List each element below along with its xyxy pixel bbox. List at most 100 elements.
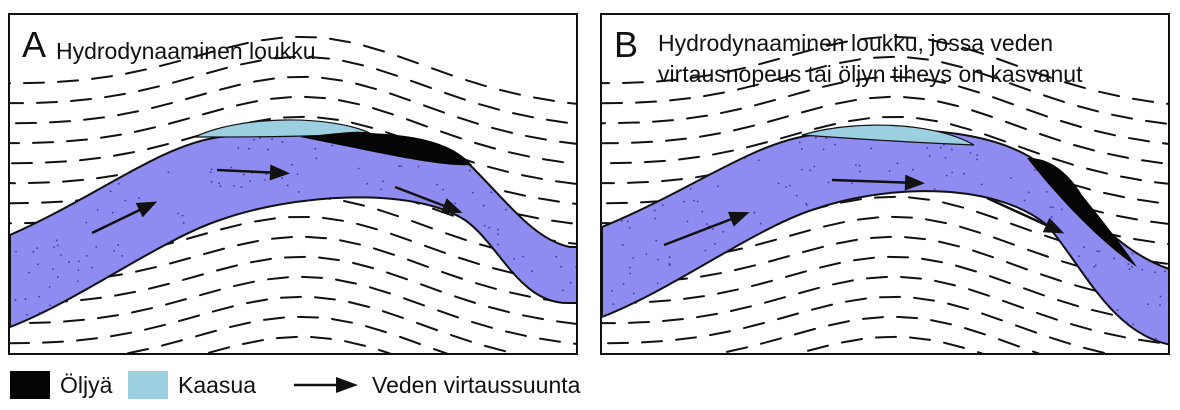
sand-dot: [669, 256, 671, 258]
sand-dot: [52, 268, 54, 270]
shale-dash: [200, 290, 220, 296]
shale-dash: [149, 284, 169, 289]
shale-dash: [833, 280, 853, 284]
shale-dash: [574, 344, 578, 346]
sand-dot: [442, 189, 444, 191]
sand-dot: [86, 255, 88, 257]
shale-dash: [196, 331, 216, 337]
shale-dash: [366, 326, 386, 332]
shale-dash: [670, 98, 690, 100]
shale-dash: [475, 143, 495, 149]
sand-dot: [436, 184, 438, 186]
sand-dot: [1061, 208, 1063, 210]
sand-dot: [68, 261, 70, 263]
shale-dash: [81, 298, 101, 300]
sand-dot: [1093, 266, 1095, 268]
shale-dash: [846, 299, 866, 302]
sand-dot: [669, 264, 671, 266]
sand-dot: [1131, 266, 1133, 268]
shale-dash: [221, 224, 241, 229]
shale-dash: [128, 349, 148, 353]
shale-dash: [132, 308, 152, 312]
sand-dot: [38, 296, 40, 298]
shale-dash: [721, 109, 741, 113]
shale-dash: [808, 346, 828, 351]
shale-dash: [623, 82, 643, 83]
sand-dot: [53, 246, 55, 248]
shale-dash: [540, 339, 560, 342]
shale-dash: [547, 120, 567, 123]
oil-swatch-icon: [10, 371, 50, 399]
shale-dash: [1003, 301, 1023, 308]
shale-dash: [336, 280, 356, 284]
sand-dot: [110, 190, 112, 192]
sand-dot: [1087, 278, 1089, 280]
shale-dash: [978, 352, 998, 355]
sand-dot: [613, 303, 615, 305]
sand-dot: [621, 220, 623, 222]
shale-dash: [281, 297, 301, 298]
sand-dot: [497, 229, 499, 231]
shale-dash: [569, 243, 578, 245]
panel-title-line: virtausnopeus tai öljyn tiheys on kasvan…: [658, 59, 1158, 90]
legend-oil-label: Öljyä: [60, 372, 112, 399]
sand-dot: [483, 205, 485, 207]
shale-dash: [1024, 288, 1044, 295]
shale-dash: [756, 240, 776, 245]
shale-dash: [33, 142, 53, 143]
shale-dash: [943, 202, 963, 207]
sand-dot: [298, 191, 300, 193]
shale-dash: [534, 98, 554, 101]
shale-dash: [500, 90, 520, 95]
sand-dot: [182, 215, 184, 217]
shale-dash: [951, 124, 971, 130]
shale-dash: [92, 76, 112, 79]
shale-dash: [30, 322, 50, 323]
sand-dot: [1132, 323, 1134, 325]
shale-dash: [789, 90, 809, 96]
shale-dash: [557, 321, 577, 324]
shale-dash: [298, 317, 318, 318]
shale-dash: [285, 257, 305, 258]
sand-dot: [177, 213, 179, 215]
shale-dash: [458, 117, 478, 123]
shale-dash: [863, 317, 883, 319]
sand-dot: [813, 166, 815, 168]
sand-dot: [981, 184, 983, 186]
shale-dash: [139, 86, 159, 91]
sand-dot: [945, 157, 947, 159]
shale-dash: [179, 315, 199, 321]
sand-dot: [929, 155, 931, 157]
shale-dash: [46, 161, 66, 162]
shale-dash: [455, 296, 475, 302]
sand-dot: [1164, 270, 1166, 272]
sand-dot: [249, 180, 251, 182]
sand-dot: [118, 183, 120, 185]
shale-dash: [373, 108, 393, 114]
sand-dot: [815, 137, 817, 139]
panel-a: A Hydrodynaaminen loukku: [8, 13, 578, 355]
shale-dash: [1133, 99, 1153, 102]
sand-dot: [454, 203, 456, 205]
sand-dot: [870, 148, 872, 150]
shale-dash: [343, 61, 363, 66]
sand-dot: [555, 256, 557, 258]
shale-dash: [209, 347, 229, 352]
sand-dot: [823, 149, 825, 151]
shale-dash: [960, 227, 980, 233]
panel-title: Hydrodynaaminen loukku, jossa veden virt…: [658, 28, 1158, 90]
shale-dash: [438, 310, 458, 317]
shale-dash: [700, 133, 720, 136]
shale-dash: [977, 212, 997, 219]
sand-dot: [834, 144, 836, 146]
sand-dot: [522, 256, 524, 258]
sand-dot: [400, 165, 402, 167]
sand-dot: [49, 286, 51, 288]
sand-dot: [633, 293, 635, 295]
shale-dash: [71, 99, 91, 101]
sand-dot: [934, 188, 936, 190]
shale-dash: [391, 234, 411, 241]
shale-dash: [408, 260, 428, 267]
sand-dot: [1034, 169, 1036, 171]
sand-dot: [271, 138, 273, 140]
